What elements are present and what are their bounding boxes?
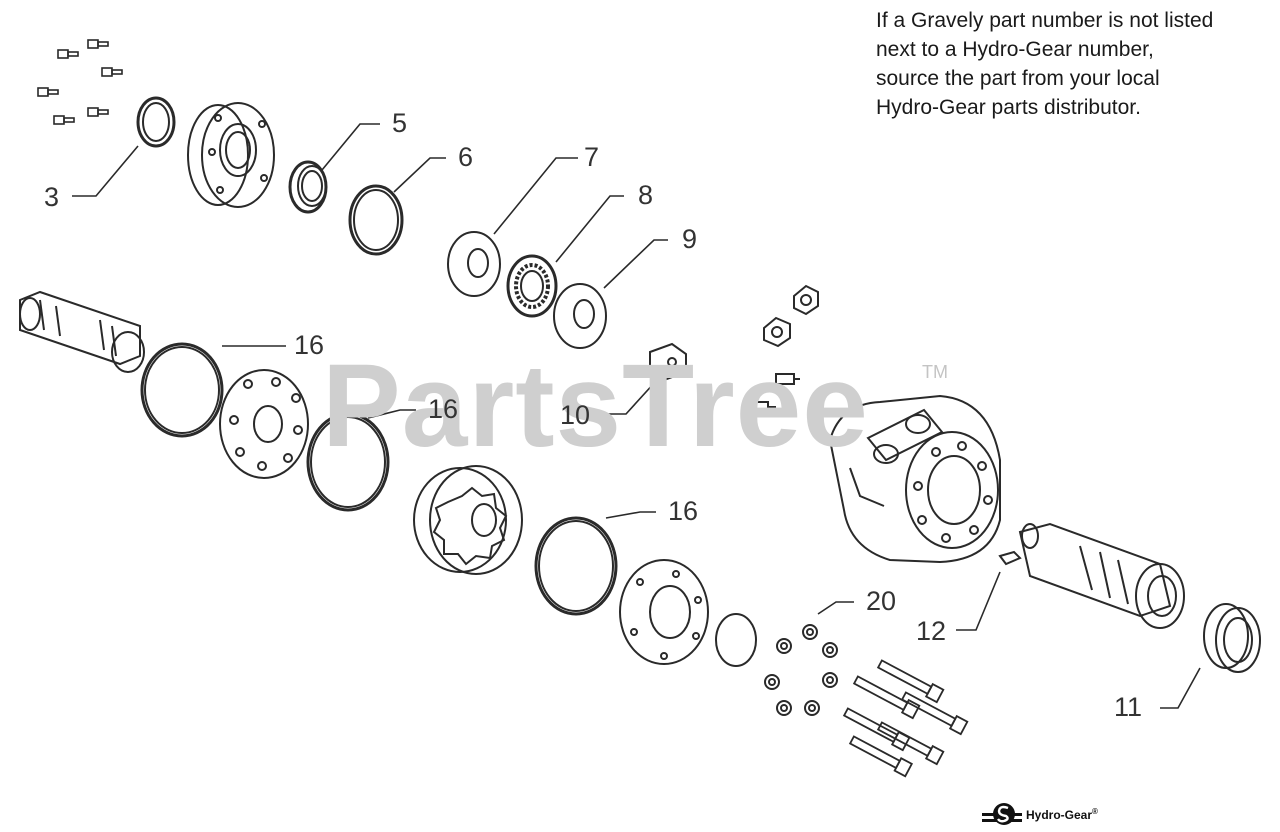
splined-shaft	[19, 290, 145, 373]
hex-nuts	[763, 284, 819, 348]
part-16-o-ring-a	[140, 342, 224, 438]
callout-label-3: 3	[44, 182, 60, 212]
fittings	[749, 373, 800, 413]
long-bolts	[842, 659, 969, 778]
callout-label-12: 12	[916, 616, 947, 646]
parts-sourcing-note: If a Gravely part number is not listed n…	[876, 9, 1214, 119]
motor-housing	[828, 394, 1001, 564]
callout-label-8: 8	[638, 180, 654, 210]
part-5-seal	[288, 160, 328, 214]
callout-label-16-b: 16	[428, 394, 459, 424]
callout-label-6: 6	[458, 142, 474, 172]
part-16-o-ring-c	[534, 516, 618, 616]
callout-label-20: 20	[866, 586, 897, 616]
part-16-o-ring-b	[306, 412, 390, 512]
part-6-o-ring	[348, 184, 404, 256]
gerotor-set	[413, 465, 523, 575]
callout-label-11: 11	[1114, 692, 1143, 722]
output-shaft	[1018, 522, 1185, 629]
callout-label-7: 7	[584, 142, 600, 172]
callout-label-10: 10	[560, 400, 591, 430]
callout-label-16-c: 16	[668, 496, 699, 526]
hydro-gear-logo: Hydro-Gear®	[982, 800, 1098, 828]
part-10-block	[649, 342, 687, 382]
callout-label-16-a: 16	[294, 330, 325, 360]
hydro-gear-s-icon	[982, 803, 1022, 825]
valve-plate	[219, 369, 309, 479]
small-bolts-group	[37, 39, 123, 125]
part-3-snap-ring	[136, 96, 176, 148]
hydro-gear-logo-text: Hydro-Gear®	[1026, 806, 1098, 822]
part-9-thrust-washer	[553, 283, 607, 349]
part-8-thrust-bearing	[506, 254, 558, 318]
end-cap-flange	[187, 102, 275, 208]
part-12-key	[998, 550, 1022, 566]
part-11-bearing	[1203, 603, 1261, 673]
callout-label-5: 5	[392, 108, 408, 138]
part-20-washers	[764, 624, 838, 716]
wear-plate	[619, 559, 709, 665]
callout-label-9: 9	[682, 224, 698, 254]
disc-plate	[715, 613, 757, 667]
leader-lines	[72, 123, 1201, 709]
watermark-trademark: TM	[922, 362, 948, 382]
watermark: PartsTree	[322, 340, 869, 472]
part-7-thrust-washer	[447, 231, 501, 297]
